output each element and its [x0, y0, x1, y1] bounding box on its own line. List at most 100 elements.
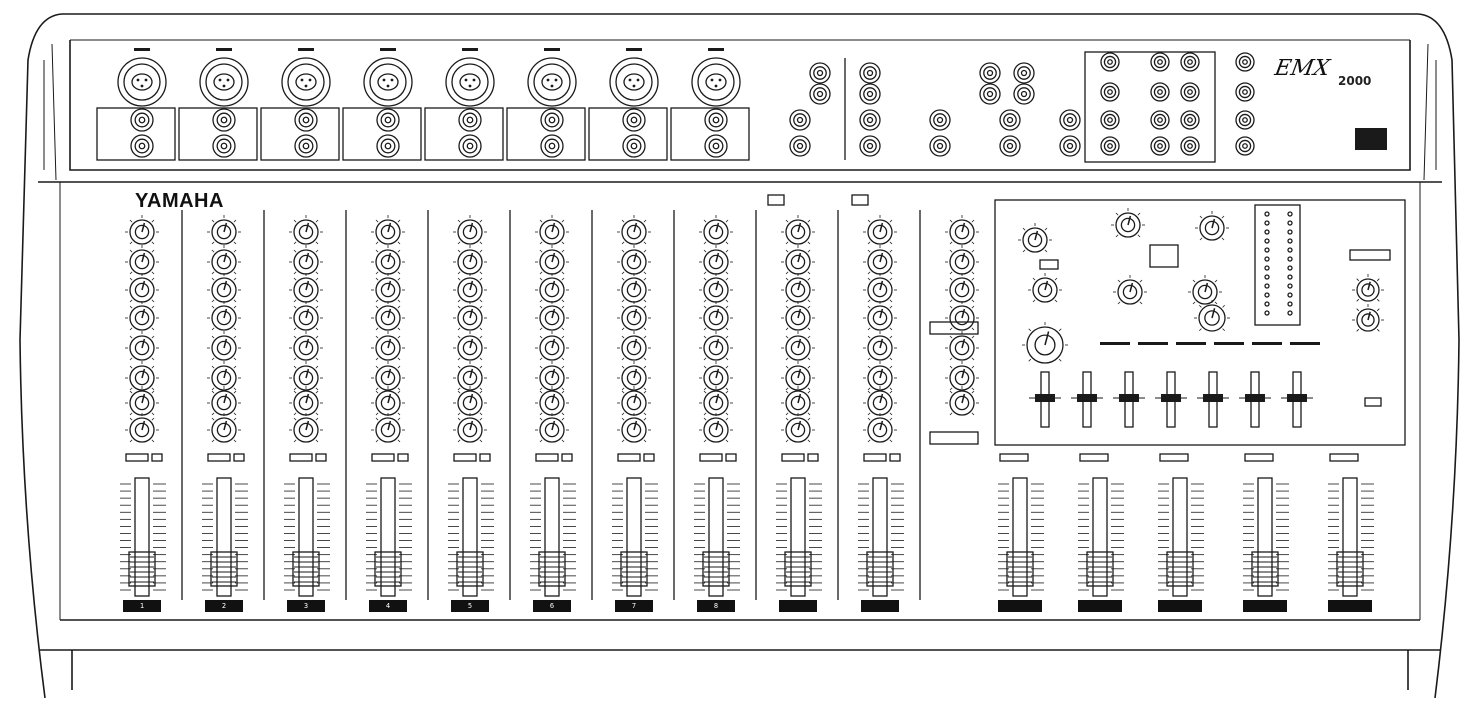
- rotary-knob[interactable]: [699, 413, 733, 443]
- channel-fader[interactable]: [1328, 477, 1374, 597]
- rotary-knob[interactable]: [863, 301, 897, 331]
- xlr-input[interactable]: [199, 48, 249, 107]
- rotary-knob[interactable]: [371, 386, 405, 416]
- rotary-knob[interactable]: [1028, 273, 1062, 303]
- jack-socket[interactable]: [1235, 136, 1255, 156]
- rotary-knob[interactable]: [207, 215, 241, 245]
- rotary-knob[interactable]: [453, 273, 487, 303]
- rotary-knob[interactable]: [1352, 304, 1384, 332]
- jack-socket[interactable]: [1150, 52, 1170, 72]
- rotary-knob[interactable]: [535, 361, 569, 391]
- jack-socket[interactable]: [376, 134, 400, 158]
- jack-socket[interactable]: [789, 109, 811, 131]
- jack-socket[interactable]: [540, 134, 564, 158]
- jack-socket[interactable]: [1235, 110, 1255, 130]
- xlr-input[interactable]: [445, 48, 495, 107]
- rotary-knob[interactable]: [699, 273, 733, 303]
- channel-fader[interactable]: [120, 477, 166, 597]
- channel-fader[interactable]: [1078, 477, 1124, 597]
- rotary-knob[interactable]: [535, 273, 569, 303]
- rotary-knob[interactable]: [125, 301, 159, 331]
- rotary-knob[interactable]: [945, 361, 979, 391]
- jack-socket[interactable]: [130, 108, 154, 132]
- rotary-knob[interactable]: [453, 413, 487, 443]
- jack-socket[interactable]: [979, 83, 1001, 105]
- rotary-knob[interactable]: [125, 361, 159, 391]
- rotary-knob[interactable]: [617, 361, 651, 391]
- jack-socket[interactable]: [458, 134, 482, 158]
- jack-socket[interactable]: [979, 62, 1001, 84]
- channel-fader[interactable]: [448, 477, 494, 597]
- channel-fader[interactable]: [998, 477, 1044, 597]
- xlr-input[interactable]: [117, 48, 167, 107]
- jack-socket[interactable]: [294, 108, 318, 132]
- mute-indicator[interactable]: [863, 453, 887, 462]
- jack-socket[interactable]: [376, 108, 400, 132]
- jack-socket[interactable]: [540, 108, 564, 132]
- rotary-knob[interactable]: [617, 386, 651, 416]
- jack-socket[interactable]: [859, 62, 881, 84]
- rotary-knob[interactable]: [863, 331, 897, 361]
- rotary-knob[interactable]: [781, 413, 815, 443]
- rotary-knob[interactable]: [781, 386, 815, 416]
- rotary-knob[interactable]: [371, 273, 405, 303]
- channel-fader[interactable]: [776, 477, 822, 597]
- jack-socket[interactable]: [1235, 82, 1255, 102]
- rotary-knob[interactable]: [371, 361, 405, 391]
- mute-indicator[interactable]: [1244, 453, 1274, 462]
- channel-fader[interactable]: [366, 477, 412, 597]
- jack-socket[interactable]: [929, 135, 951, 157]
- rotary-knob[interactable]: [535, 245, 569, 275]
- jack-socket[interactable]: [212, 134, 236, 158]
- rotary-knob[interactable]: [125, 331, 159, 361]
- channel-fader[interactable]: [530, 477, 576, 597]
- rotary-knob[interactable]: [617, 301, 651, 331]
- rotary-knob[interactable]: [1018, 223, 1052, 253]
- rotary-knob[interactable]: [617, 245, 651, 275]
- mute-indicator[interactable]: [617, 453, 641, 462]
- jack-socket[interactable]: [999, 109, 1021, 131]
- rotary-knob[interactable]: [535, 301, 569, 331]
- channel-fader[interactable]: [1158, 477, 1204, 597]
- channel-fader[interactable]: [202, 477, 248, 597]
- rotary-knob[interactable]: [945, 245, 979, 275]
- mute-indicator[interactable]: [781, 453, 805, 462]
- rotary-knob[interactable]: [1352, 274, 1384, 302]
- jack-socket[interactable]: [1180, 136, 1200, 156]
- channel-fader[interactable]: [858, 477, 904, 597]
- rotary-knob[interactable]: [453, 361, 487, 391]
- mute-indicator[interactable]: [125, 453, 149, 462]
- jack-socket[interactable]: [1150, 136, 1170, 156]
- mute-indicator[interactable]: [699, 453, 723, 462]
- jack-socket[interactable]: [1100, 52, 1120, 72]
- rotary-knob[interactable]: [863, 361, 897, 391]
- rotary-knob[interactable]: [289, 215, 323, 245]
- jack-socket[interactable]: [622, 108, 646, 132]
- mute-indicator[interactable]: [535, 453, 559, 462]
- jack-socket[interactable]: [1150, 82, 1170, 102]
- rotary-knob[interactable]: [535, 413, 569, 443]
- channel-fader[interactable]: [1243, 477, 1289, 597]
- rotary-knob[interactable]: [207, 361, 241, 391]
- xlr-input[interactable]: [691, 48, 741, 107]
- rotary-knob[interactable]: [699, 245, 733, 275]
- jack-socket[interactable]: [809, 83, 831, 105]
- jack-socket[interactable]: [1059, 135, 1081, 157]
- rotary-knob[interactable]: [781, 301, 815, 331]
- rotary-knob[interactable]: [453, 215, 487, 245]
- mute-indicator[interactable]: [1329, 453, 1359, 462]
- xlr-input[interactable]: [609, 48, 659, 107]
- rotary-knob[interactable]: [371, 245, 405, 275]
- ch-select-switch[interactable]: [851, 194, 869, 206]
- rotary-knob[interactable]: [699, 215, 733, 245]
- rotary-knob[interactable]: [945, 301, 979, 331]
- rotary-knob[interactable]: [453, 331, 487, 361]
- fx-switch[interactable]: [929, 321, 979, 335]
- jack-socket[interactable]: [859, 83, 881, 105]
- rotary-knob[interactable]: [781, 215, 815, 245]
- xlr-input[interactable]: [363, 48, 413, 107]
- mute-indicator[interactable]: [371, 453, 395, 462]
- jack-socket[interactable]: [1100, 136, 1120, 156]
- toggle-switch[interactable]: [1039, 259, 1059, 270]
- channel-fader[interactable]: [284, 477, 330, 597]
